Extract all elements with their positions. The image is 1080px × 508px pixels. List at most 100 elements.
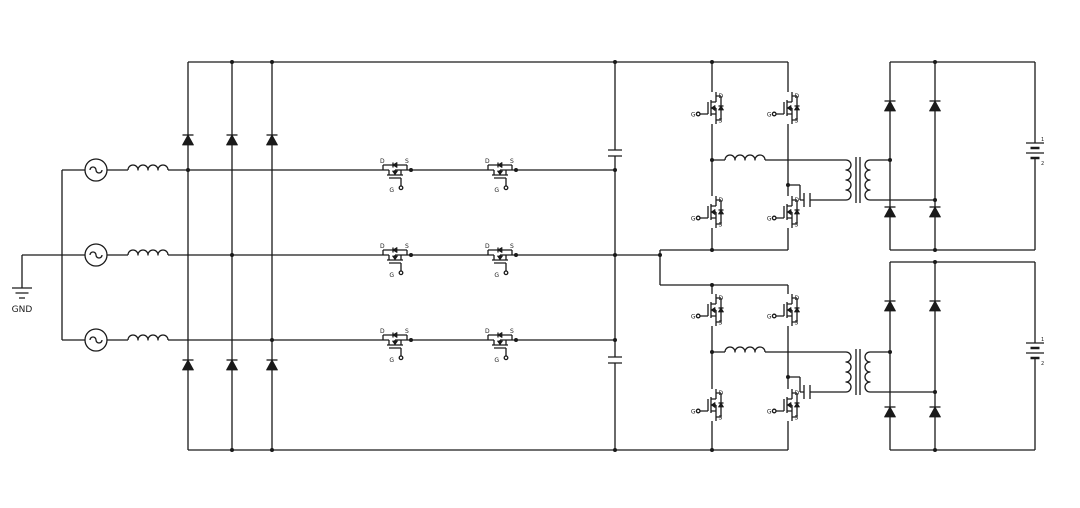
mosfet-symbol bbox=[378, 161, 412, 191]
mosfet-symbol bbox=[483, 161, 517, 191]
phase-wires bbox=[411, 169, 660, 341]
mosfet: G D S bbox=[483, 158, 517, 194]
ac-source-icon bbox=[84, 243, 108, 267]
transformer-primary-winding bbox=[845, 159, 852, 201]
diode-icon bbox=[225, 359, 239, 371]
inductor-icon bbox=[127, 164, 169, 171]
mosfet-pin-label: D bbox=[795, 295, 800, 302]
mosfet-pin-label: S bbox=[405, 243, 409, 250]
resonant-tank-upper bbox=[712, 154, 935, 208]
mosfet-pin-label: D bbox=[795, 390, 800, 397]
diode-icon bbox=[225, 134, 239, 146]
mosfet-pin-label: D bbox=[485, 243, 490, 250]
transformer-core bbox=[855, 157, 861, 203]
diode-icon bbox=[883, 100, 897, 112]
full-bridge-upper: GDS GDS GDS GDS bbox=[659, 62, 801, 285]
mosfet-pin-label: G bbox=[767, 314, 772, 321]
transformer-secondary-winding bbox=[864, 351, 871, 393]
tank-wires bbox=[712, 159, 935, 201]
capacitor-icon bbox=[803, 384, 811, 400]
ground-wires bbox=[12, 170, 63, 340]
mosfet-pin-label: S bbox=[795, 118, 799, 125]
mosfet-pin-label: S bbox=[795, 415, 799, 422]
inductor-icon bbox=[724, 346, 766, 353]
mosfet-pin-label: G bbox=[389, 357, 394, 364]
bus-wires bbox=[187, 61, 788, 451]
mosfet-pin-label: S bbox=[719, 320, 723, 327]
mosfet-pin-label: G bbox=[767, 409, 772, 416]
diode-icon bbox=[181, 359, 195, 371]
mosfet-pin-label: S bbox=[510, 158, 514, 165]
mosfet-pin-label: G bbox=[767, 216, 772, 223]
mosfet-pin-label: D bbox=[380, 158, 385, 165]
mosfet-pin-label: G bbox=[494, 357, 499, 364]
mosfet: G D S bbox=[483, 243, 517, 279]
bridge-wires bbox=[659, 62, 789, 285]
transformer-primary-winding bbox=[845, 351, 852, 393]
ac-source-icon bbox=[84, 328, 108, 352]
output-rectifier-upper: 1 2 bbox=[883, 61, 1046, 251]
mosfet-pin-label: G bbox=[494, 272, 499, 279]
battery-icon bbox=[1024, 141, 1046, 160]
mosfet-pin-label: D bbox=[380, 328, 385, 335]
battery-pin-label: 1 bbox=[1041, 337, 1044, 343]
mosfet-pin-label: D bbox=[485, 158, 490, 165]
junction-dots bbox=[186, 60, 937, 452]
mosfet-pin-label: D bbox=[719, 390, 724, 397]
mosfet: GDS bbox=[691, 388, 725, 422]
diode-icon bbox=[928, 406, 942, 418]
mosfet-pin-label: D bbox=[719, 93, 724, 100]
mosfet-symbol bbox=[378, 331, 412, 361]
battery-icon bbox=[1024, 341, 1046, 360]
inductor-icon bbox=[127, 249, 169, 256]
diode-icon bbox=[883, 300, 897, 312]
mosfet-pin-label: G bbox=[389, 272, 394, 279]
ac-input-section: GND bbox=[12, 158, 379, 352]
mosfet-pin-label: S bbox=[719, 222, 723, 229]
mosfet: G D S bbox=[691, 91, 725, 125]
mosfet-pin-label: S bbox=[795, 320, 799, 327]
rectifier-wires bbox=[889, 61, 1036, 251]
diode-icon bbox=[928, 300, 942, 312]
ac-source-icon bbox=[84, 158, 108, 182]
mosfet: GDS bbox=[691, 195, 725, 229]
diode-icon bbox=[181, 134, 195, 146]
mosfet-pin-label: S bbox=[510, 243, 514, 250]
diode-icon bbox=[883, 206, 897, 218]
battery-pin-label: 1 bbox=[1041, 137, 1044, 143]
mosfet: G D S bbox=[767, 293, 801, 327]
mosfet-pin-label: G bbox=[691, 216, 696, 223]
mosfet-pin-label: S bbox=[510, 328, 514, 335]
full-bridge-lower: GDS GDS GDS GDS bbox=[660, 284, 801, 450]
transformer bbox=[845, 349, 871, 395]
mosfet-symbol bbox=[483, 331, 517, 361]
battery: 1 2 bbox=[1024, 337, 1046, 367]
rectifier-wires bbox=[889, 261, 1036, 451]
mosfet: GDS bbox=[767, 195, 801, 229]
mosfet-pin-label: S bbox=[795, 222, 799, 229]
bridge-wires bbox=[660, 284, 789, 450]
capacitor-icon bbox=[607, 149, 623, 157]
mosfet-pin-label: G bbox=[691, 314, 696, 321]
mosfet-pin-label: D bbox=[795, 93, 800, 100]
phase-wires bbox=[62, 169, 379, 341]
mosfet-pin-label: G bbox=[767, 112, 772, 119]
mosfet: GDS bbox=[691, 293, 725, 327]
resonant-tank-lower bbox=[712, 346, 935, 400]
transformer-core bbox=[855, 349, 861, 395]
battery-pin-label: 2 bbox=[1041, 161, 1044, 167]
mosfet-pin-label: G bbox=[494, 187, 499, 194]
diode-icon bbox=[265, 359, 279, 371]
mosfet-pin-label: S bbox=[719, 118, 723, 125]
mosfet-symbol bbox=[378, 246, 412, 276]
diode-icon bbox=[928, 206, 942, 218]
inductor-icon bbox=[127, 334, 169, 341]
mosfet-pin-label: G bbox=[389, 187, 394, 194]
mosfet-pin-label: G bbox=[691, 112, 696, 119]
